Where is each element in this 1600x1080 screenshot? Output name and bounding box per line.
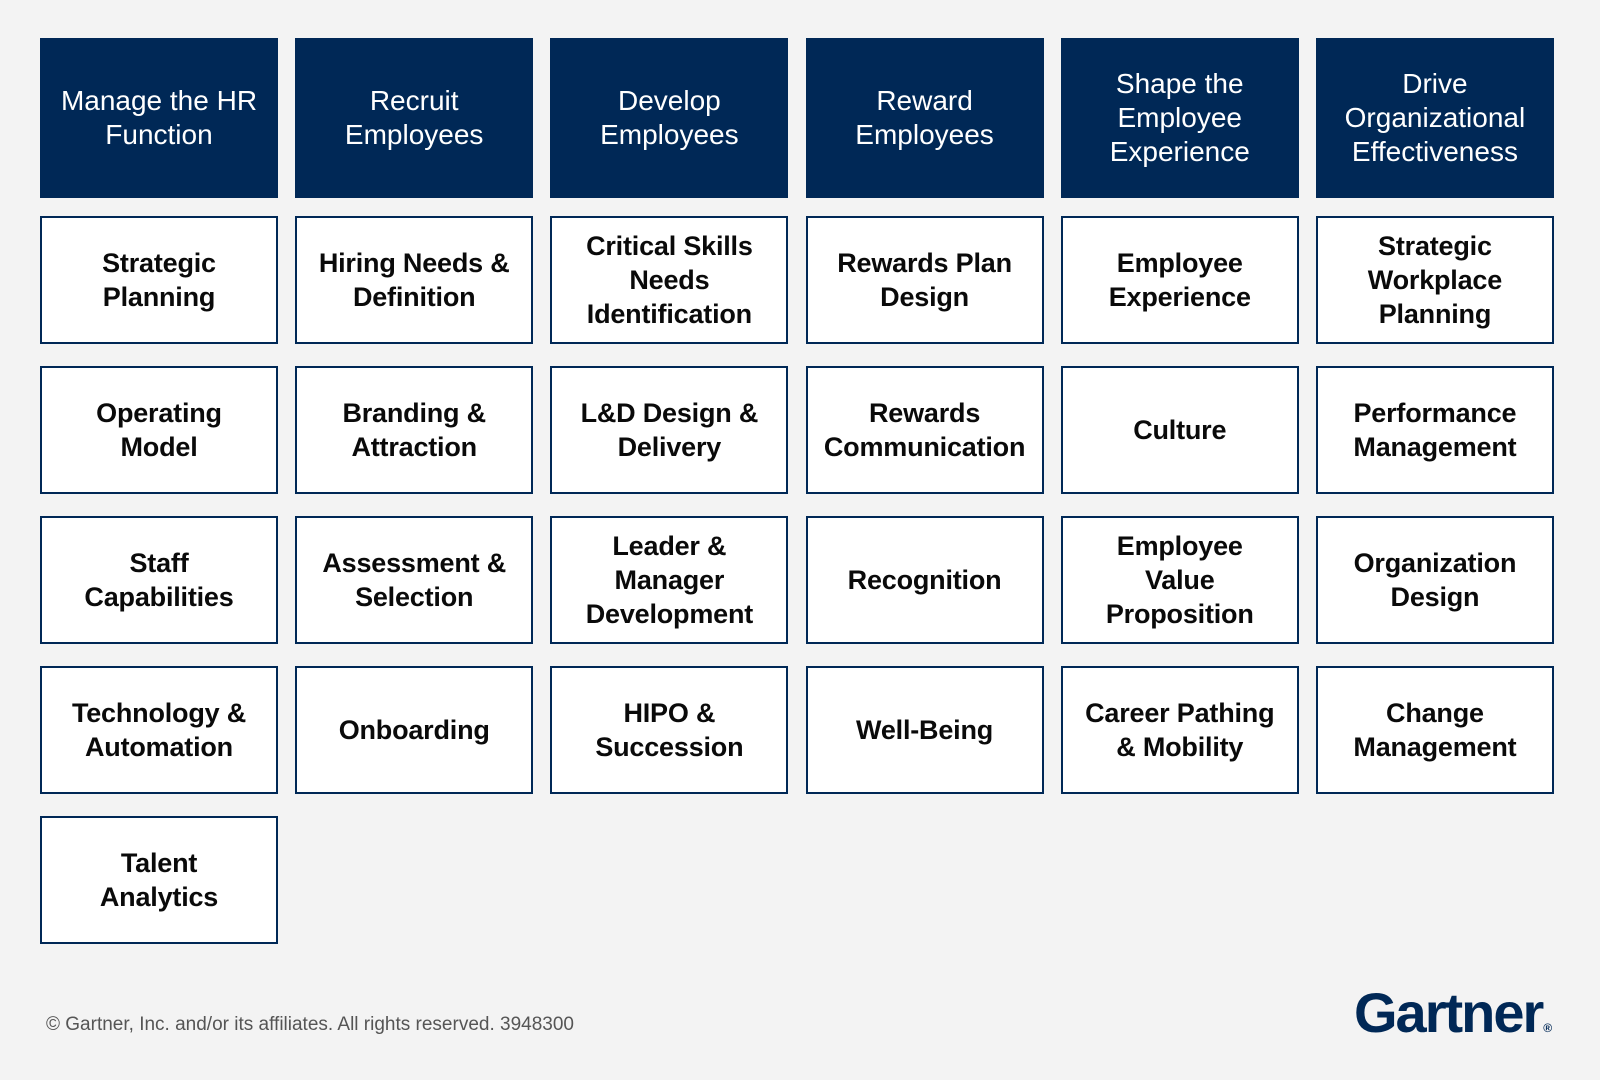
column-header: Develop Employees (550, 38, 789, 198)
capability-cell: Onboarding (295, 666, 534, 794)
registered-mark-icon: ® (1543, 1021, 1553, 1035)
capability-cell: Change Management (1315, 666, 1554, 794)
column-drive-organizational-effectiveness: Drive Organizational Effectiveness Strat… (1315, 38, 1554, 966)
gartner-logo: Gartner® (1354, 980, 1552, 1045)
capability-cell: Talent Analytics (40, 816, 278, 944)
capability-cell: Culture (1060, 366, 1299, 494)
capability-cell: Organization Design (1315, 516, 1554, 644)
column-header: Reward Employees (805, 38, 1044, 198)
capability-cell: Staff Capabilities (40, 516, 278, 644)
capability-cell: Well-Being (805, 666, 1044, 794)
hr-capability-grid: Manage the HR Function Strategic Plannin… (40, 38, 1554, 966)
capability-cell: Hiring Needs & Definition (295, 216, 534, 344)
capability-cell: Leader & Manager Development (550, 516, 789, 644)
logo-wordmark: Gartner (1354, 981, 1544, 1044)
capability-cell: Technology & Automation (40, 666, 278, 794)
capability-cell: Rewards Communication (805, 366, 1044, 494)
column-shape-employee-experience: Shape the Employee Experience Employee E… (1060, 38, 1299, 966)
capability-cell: Assessment & Selection (295, 516, 534, 644)
capability-cell: HIPO & Succession (550, 666, 789, 794)
capability-cell: Employee Experience (1060, 216, 1299, 344)
capability-cell: Performance Management (1315, 366, 1554, 494)
column-reward-employees: Reward Employees Rewards Plan Design Rew… (805, 38, 1044, 966)
capability-cell: L&D Design & Delivery (550, 366, 789, 494)
capability-cell: Career Pathing & Mobility (1060, 666, 1299, 794)
capability-cell: Strategic Workplace Planning (1315, 216, 1554, 344)
capability-cell: Operating Model (40, 366, 278, 494)
capability-cell: Recognition (805, 516, 1044, 644)
column-header: Shape the Employee Experience (1060, 38, 1299, 198)
column-manage-hr-function: Manage the HR Function Strategic Plannin… (40, 38, 278, 966)
column-recruit-employees: Recruit Employees Hiring Needs & Definit… (295, 38, 534, 966)
column-header: Recruit Employees (295, 38, 534, 198)
capability-cell: Branding & Attraction (295, 366, 534, 494)
capability-cell: Rewards Plan Design (805, 216, 1044, 344)
capability-cell: Strategic Planning (40, 216, 278, 344)
capability-cell: Employee Value Proposition (1060, 516, 1299, 644)
column-header: Manage the HR Function (40, 38, 278, 198)
column-header: Drive Organizational Effectiveness (1315, 38, 1554, 198)
column-develop-employees: Develop Employees Critical Skills Needs … (550, 38, 789, 966)
capability-cell: Critical Skills Needs Identification (550, 216, 789, 344)
copyright-notice: © Gartner, Inc. and/or its affiliates. A… (46, 1014, 574, 1035)
